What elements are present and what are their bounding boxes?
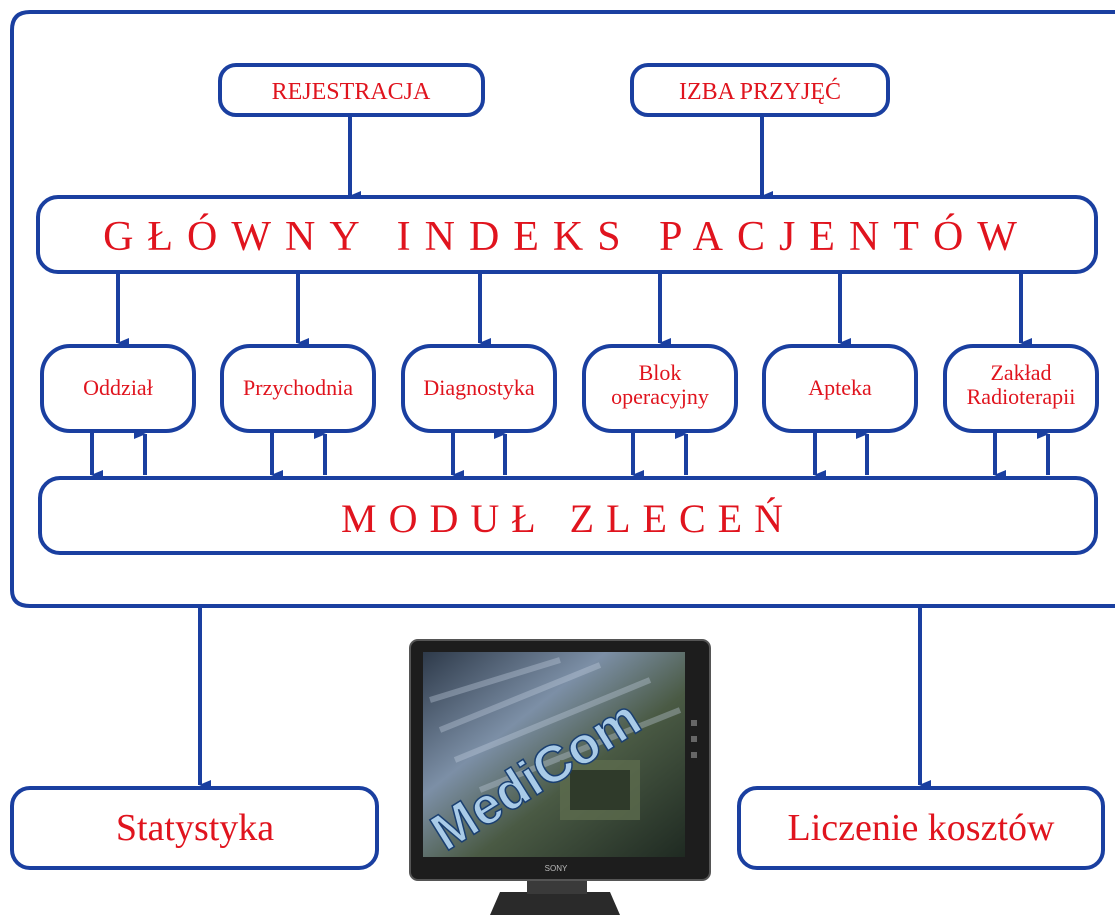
registration-box: REJESTRACJA xyxy=(218,63,485,117)
svg-text:Apteka: Apteka xyxy=(808,375,872,400)
orders-module-box: MODUŁ ZLECEŃ xyxy=(38,476,1098,555)
registration-label: REJESTRACJA xyxy=(272,79,431,105)
monitor-illustration: MediCom SONY xyxy=(409,639,711,915)
admission-room-box: IZBA PRZYJĘĆ xyxy=(630,63,890,117)
main-patient-index-box: GŁÓWNY INDEKS PACJENTÓW xyxy=(36,195,1098,274)
svg-text:Radioterapii: Radioterapii xyxy=(967,384,1076,409)
department-przychodnia: Przychodnia xyxy=(220,344,376,433)
statistics-box: Statystyka xyxy=(10,786,379,870)
department-oddzial: Oddział xyxy=(40,344,196,433)
department-diagnostyka: Diagnostyka xyxy=(401,344,557,433)
cost-calculation-box: Liczenie kosztów xyxy=(737,786,1105,870)
svg-text:Zakład: Zakład xyxy=(990,360,1051,385)
orders-to-department-arrows xyxy=(134,429,1050,475)
svg-text:Przychodnia: Przychodnia xyxy=(243,375,353,400)
orders-module-label: MODUŁ ZLECEŃ xyxy=(341,496,795,541)
department-to-orders-arrows xyxy=(90,433,1006,480)
svg-text:Oddział: Oddział xyxy=(83,375,153,400)
svg-text:operacyjny: operacyjny xyxy=(611,384,709,409)
monitor-stand xyxy=(490,892,620,915)
svg-text:Diagnostyka: Diagnostyka xyxy=(423,375,534,400)
outer-frame xyxy=(10,10,1115,608)
admission-room-label: IZBA PRZYJĘĆ xyxy=(679,78,841,105)
department-zaklad-radioterapii: Zakład Radioterapii xyxy=(943,344,1099,433)
monitor-brand: SONY xyxy=(545,864,568,873)
cost-calculation-label: Liczenie kosztów xyxy=(788,807,1056,849)
department-apteka: Apteka xyxy=(762,344,918,433)
svg-text:Blok: Blok xyxy=(639,360,682,385)
index-to-department-arrows xyxy=(116,274,1032,348)
monitor-screen xyxy=(423,652,685,857)
statistics-label: Statystyka xyxy=(116,807,274,849)
department-blok-operacyjny: Blok operacyjny xyxy=(582,344,738,433)
main-patient-index-label: GŁÓWNY INDEKS PACJENTÓW xyxy=(103,213,1031,260)
